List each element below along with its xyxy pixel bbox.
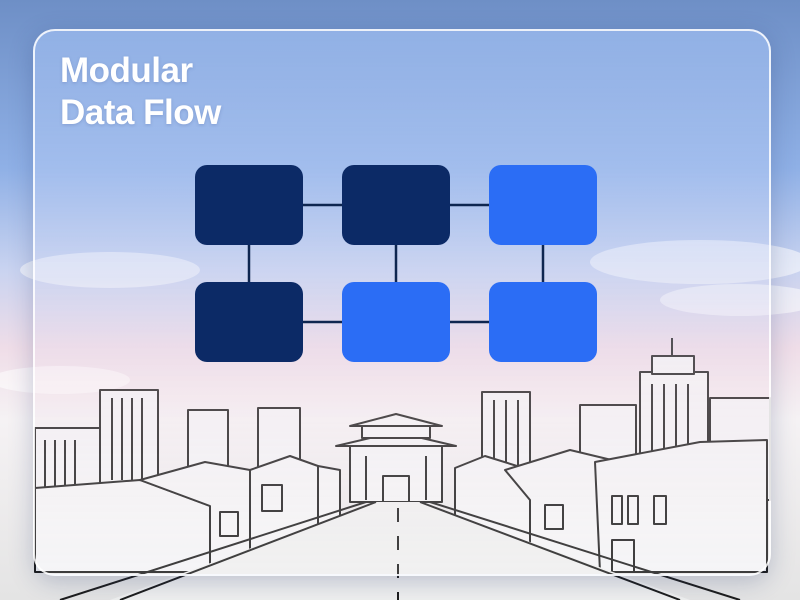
- title-line-2: Data Flow: [60, 93, 221, 132]
- flow-node-n5: [342, 282, 450, 362]
- flow-node-n3: [489, 165, 597, 245]
- info-card: [33, 29, 771, 576]
- flow-node-n2: [342, 165, 450, 245]
- flow-node-n6: [489, 282, 597, 362]
- page-title: Modular Data Flow: [60, 50, 221, 134]
- flow-node-n4: [195, 282, 303, 362]
- title-line-1: Modular: [60, 51, 193, 90]
- flow-nodes: [195, 165, 597, 362]
- flow-node-n1: [195, 165, 303, 245]
